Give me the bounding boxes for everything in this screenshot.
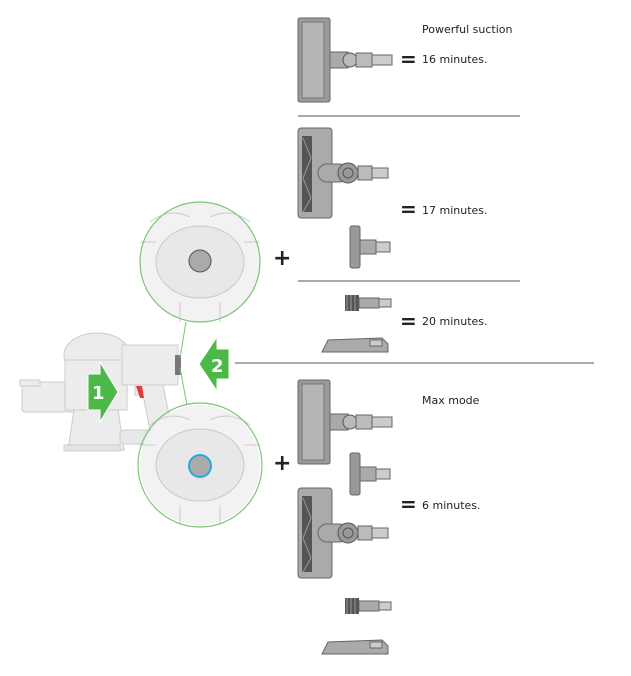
equals-sign: = [400, 492, 417, 516]
plus-sign: + [273, 246, 292, 271]
runtime-label: 17 minutes. [422, 204, 488, 217]
svg-text:2: 2 [211, 356, 224, 377]
step-2-arrow: 2 [198, 335, 230, 393]
mode-heading: Max mode [422, 394, 480, 407]
equals-sign: = [400, 47, 417, 71]
power-button-standard-zoom [139, 201, 261, 323]
runtime-label: 16 minutes. [422, 53, 488, 66]
mini-motorized-tool [349, 225, 391, 269]
crevice-tool [321, 337, 389, 353]
svg-text:1: 1 [92, 383, 105, 404]
runtime-label: 20 minutes. [422, 315, 488, 328]
combination-brush-tool [344, 294, 392, 312]
step-1-arrow: 1 [87, 360, 119, 424]
runtime-label: 6 minutes. [422, 499, 481, 512]
trigger [136, 386, 144, 398]
power-button [188, 249, 212, 273]
equals-sign: = [400, 309, 417, 333]
motorhead-tool [297, 17, 393, 103]
crevice-tool [321, 639, 389, 655]
combination-brush-tool [344, 597, 392, 615]
soft-roller-tool [297, 487, 389, 579]
power-button-max-zoom [137, 402, 263, 528]
soft-roller-tool [297, 127, 389, 219]
mode-heading: Powerful suction [422, 23, 513, 36]
max-mode-button [188, 454, 212, 478]
plus-sign: + [273, 451, 292, 476]
equals-sign: = [400, 197, 417, 221]
motorhead-tool [297, 379, 393, 465]
mini-motorized-tool [349, 452, 391, 496]
